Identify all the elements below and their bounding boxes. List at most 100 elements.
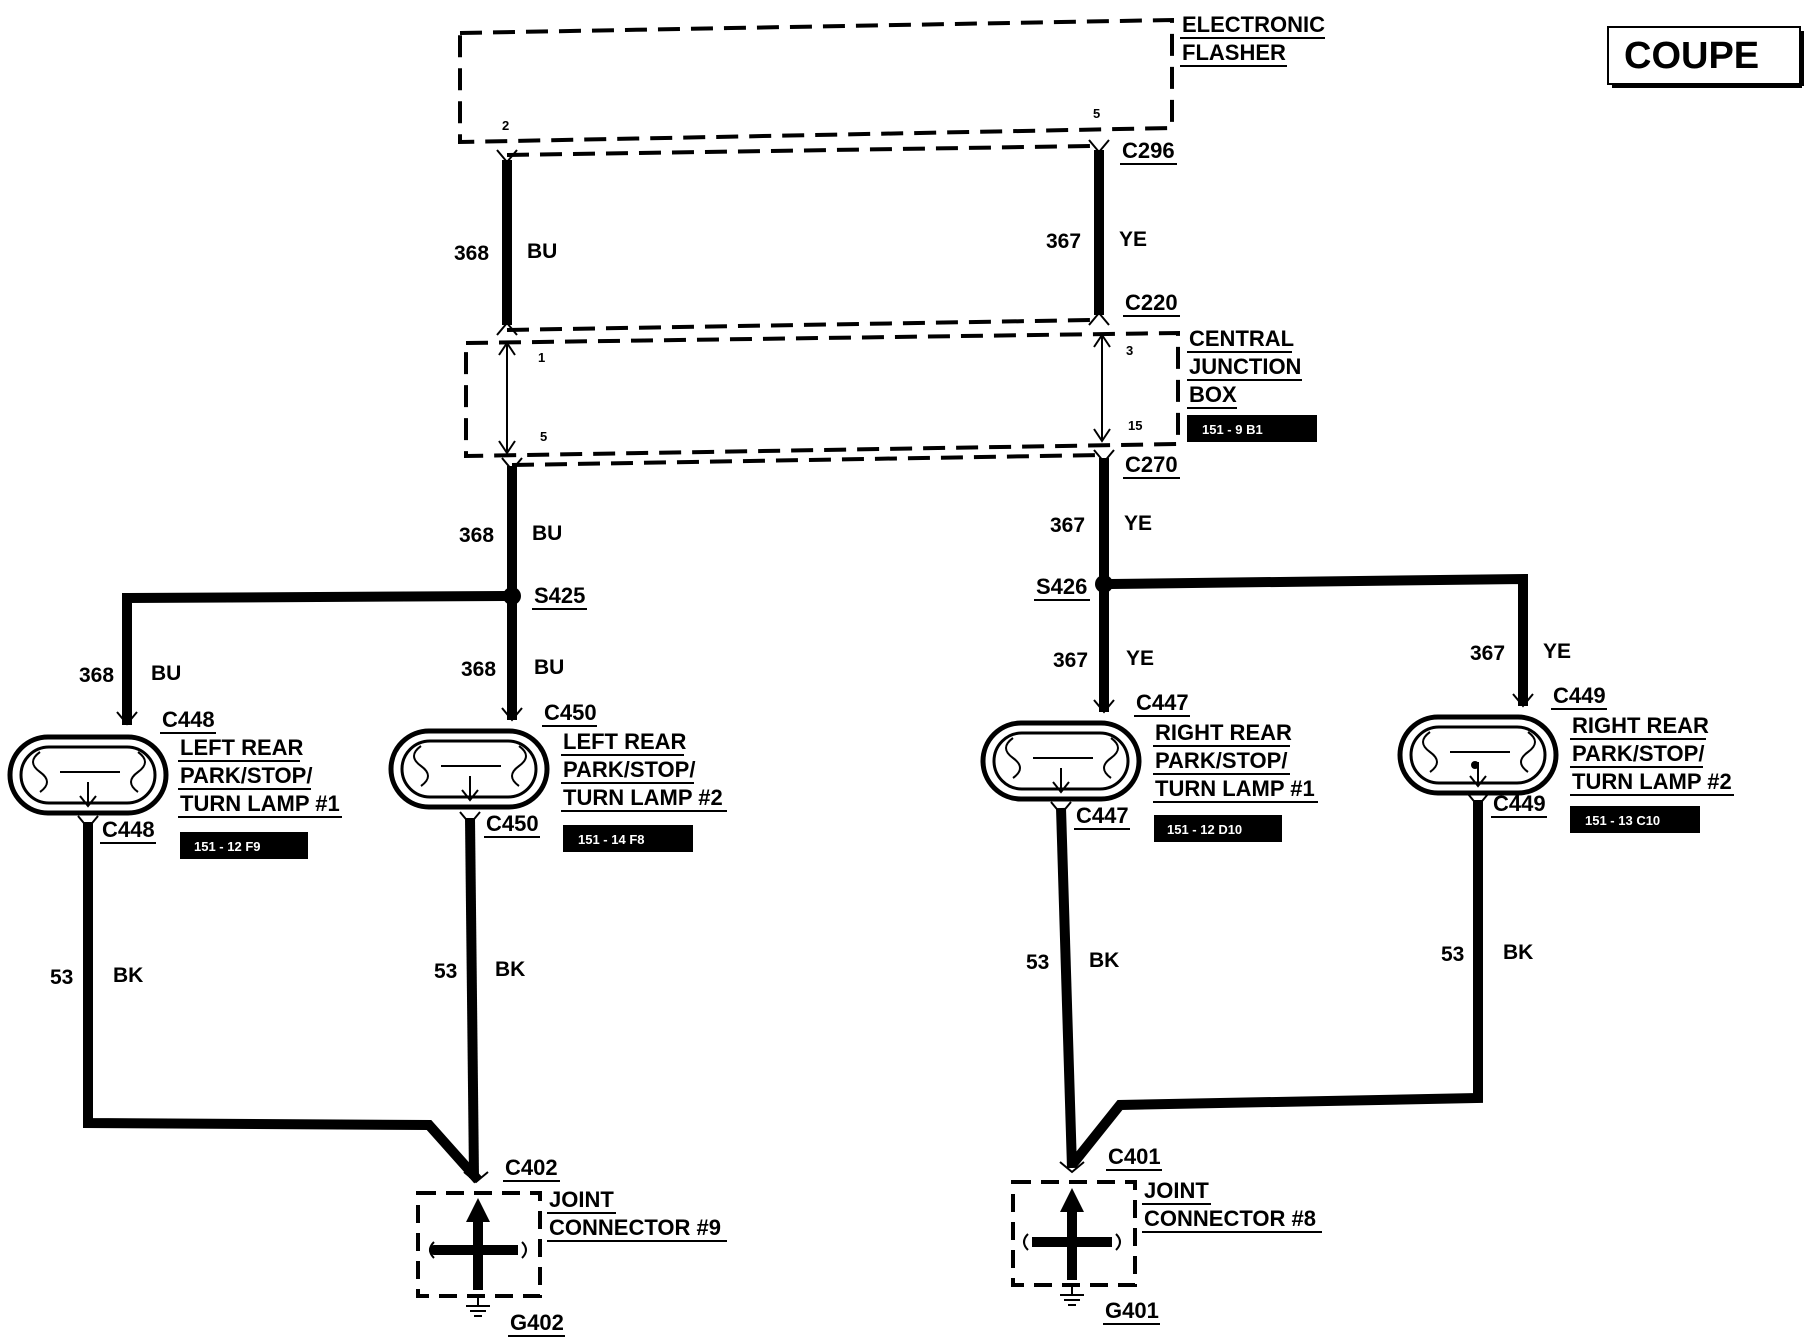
lamp-right-rear-2 <box>1397 693 1559 796</box>
lamp2-label-line2: PARK/STOP/ <box>563 757 695 782</box>
wire-367-upper <box>1088 139 1110 326</box>
joint-connector-8 <box>1011 1161 1137 1306</box>
harness-lower-top <box>511 453 1100 467</box>
joint9-label-line1: JOINT <box>549 1187 614 1212</box>
lamp4-label-line1: RIGHT REAR <box>1572 713 1709 738</box>
wire-368-mid-color: BU <box>532 522 562 545</box>
connector-c220: C220 <box>1125 290 1178 315</box>
wire-367-mid-circuit: 367 <box>1050 514 1085 537</box>
wire-53-lamp2-circuit: 53 <box>434 960 457 983</box>
junction-box-outline <box>464 330 1180 459</box>
wire-367-lamp4 <box>1110 573 1528 706</box>
coupe-badge: COUPE <box>1607 26 1804 88</box>
wire-367-lamp3-color: YE <box>1126 647 1154 670</box>
joint-connector-9 <box>416 1171 542 1317</box>
ground-g401: G401 <box>1105 1298 1159 1323</box>
wire-368-lamp2-color: BU <box>534 656 564 679</box>
splice-s426 <box>1095 575 1113 593</box>
lamp2-ref: 151 - 14 F8 <box>578 832 645 847</box>
connector-c401: C401 <box>1108 1144 1161 1169</box>
flasher-pin-2: 2 <box>502 118 509 133</box>
lamp3-label-line2: PARK/STOP/ <box>1155 748 1287 773</box>
wire-368-lamp2-circuit: 368 <box>461 658 496 681</box>
splice-s426-label: S426 <box>1036 574 1087 599</box>
jb-pin-1: 1 <box>538 350 545 365</box>
wire-367-lamp4-circuit: 367 <box>1470 642 1505 665</box>
flasher-label-line2: FLASHER <box>1182 40 1286 65</box>
harness-upper-top <box>506 144 1094 157</box>
lamp-right-rear-1 <box>980 699 1142 802</box>
lamp4-label-line3: TURN LAMP #2 <box>1572 769 1732 794</box>
connector-c447-bottom: C447 <box>1076 803 1129 828</box>
wire-368-upper <box>496 149 518 336</box>
wire-53-lamp4 <box>1068 793 1489 1169</box>
wire-367-upper-circuit: 367 <box>1046 230 1081 253</box>
lamp-left-rear-1 <box>7 711 169 816</box>
joint8-label-line2: CONNECTOR #8 <box>1144 1206 1316 1231</box>
lamp1-label-line3: TURN LAMP #1 <box>180 791 340 816</box>
flasher-label-line1: ELECTRONIC <box>1182 12 1325 37</box>
lamp4-label-line2: PARK/STOP/ <box>1572 741 1704 766</box>
wire-367-mid-color: YE <box>1124 512 1152 535</box>
connector-c402: C402 <box>505 1155 558 1180</box>
connector-c450-top: C450 <box>544 700 597 725</box>
lamp4-ref-box <box>1570 806 1700 833</box>
wire-368-upper-color: BU <box>527 240 557 263</box>
jb-label-line3: BOX <box>1189 382 1237 407</box>
wire-368-lamp1 <box>122 591 506 725</box>
wire-53-lamp4-color: BK <box>1503 941 1533 964</box>
wire-53-lamp3-circuit: 53 <box>1026 951 1049 974</box>
joint8-label-line1: JOINT <box>1144 1178 1209 1203</box>
wire-53-lamp3 <box>1050 801 1077 1169</box>
electronic-flasher: ELECTRONIC FLASHER 2 5 C296 <box>458 12 1325 165</box>
wire-368-lamp1-circuit: 368 <box>79 664 114 687</box>
jb-label-line1: CENTRAL <box>1189 326 1294 351</box>
wire-368-upper-circuit: 368 <box>454 242 489 265</box>
jb-ref: 151 - 9 B1 <box>1202 422 1263 437</box>
lamp1-label-line2: PARK/STOP/ <box>180 763 312 788</box>
lamp2-label-line3: TURN LAMP #2 <box>563 785 723 810</box>
wire-367-upper-color: YE <box>1119 228 1147 251</box>
lamp3-label-line3: TURN LAMP #1 <box>1155 776 1315 801</box>
jb-pin-5: 5 <box>540 429 547 444</box>
connector-c448-bottom: C448 <box>102 817 155 842</box>
connector-c449-top: C449 <box>1553 683 1606 708</box>
flasher-pin-5: 5 <box>1093 106 1100 121</box>
connector-c296: C296 <box>1122 138 1175 163</box>
lamp-left-rear-2 <box>388 707 550 810</box>
lamp2-ref-box <box>563 825 693 852</box>
connector-c447-top: C447 <box>1136 690 1189 715</box>
wire-53-lamp2 <box>459 811 481 1179</box>
wire-53-lamp4-circuit: 53 <box>1441 943 1464 966</box>
wire-367-lamp4-color: YE <box>1543 640 1571 663</box>
wire-368-lamp1-color: BU <box>151 662 181 685</box>
lamp3-ref-box <box>1154 815 1282 842</box>
joint9-label-line2: CONNECTOR #9 <box>549 1215 721 1240</box>
ground-g402: G402 <box>510 1310 564 1335</box>
lamp2-label-line1: LEFT REAR <box>563 729 687 754</box>
central-junction-box: 1 5 3 15 CENTRAL JUNCTION BOX 151 - 9 B1 <box>464 326 1317 459</box>
wire-53-lamp1-circuit: 53 <box>50 966 73 989</box>
wire-368-mid-circuit: 368 <box>459 524 494 547</box>
wire-53-lamp2-color: BK <box>495 958 525 981</box>
wire-53-lamp3-color: BK <box>1089 949 1119 972</box>
lamp4-ref: 151 - 13 C10 <box>1585 813 1660 828</box>
connector-c270: C270 <box>1125 452 1178 477</box>
connector-c449-bottom: C449 <box>1493 791 1546 816</box>
jb-label-line2: JUNCTION <box>1189 354 1301 379</box>
wire-367-lamp3-circuit: 367 <box>1053 649 1088 672</box>
lamp1-ref: 151 - 12 F9 <box>194 839 261 854</box>
coupe-label: COUPE <box>1624 35 1759 77</box>
wire-53-lamp1-color: BK <box>113 964 143 987</box>
connector-c448-top: C448 <box>162 707 215 732</box>
jb-pin-3: 3 <box>1126 343 1133 358</box>
lamp1-label-line1: LEFT REAR <box>180 735 304 760</box>
connector-c450-bottom: C450 <box>486 811 539 836</box>
splice-s425-label: S425 <box>534 583 585 608</box>
harness-upper-bottom <box>506 318 1094 332</box>
flasher-outline <box>458 17 1174 145</box>
lamp1-ref-box <box>180 832 308 859</box>
jb-pin-15: 15 <box>1128 418 1142 433</box>
jb-ref-box <box>1187 415 1317 442</box>
